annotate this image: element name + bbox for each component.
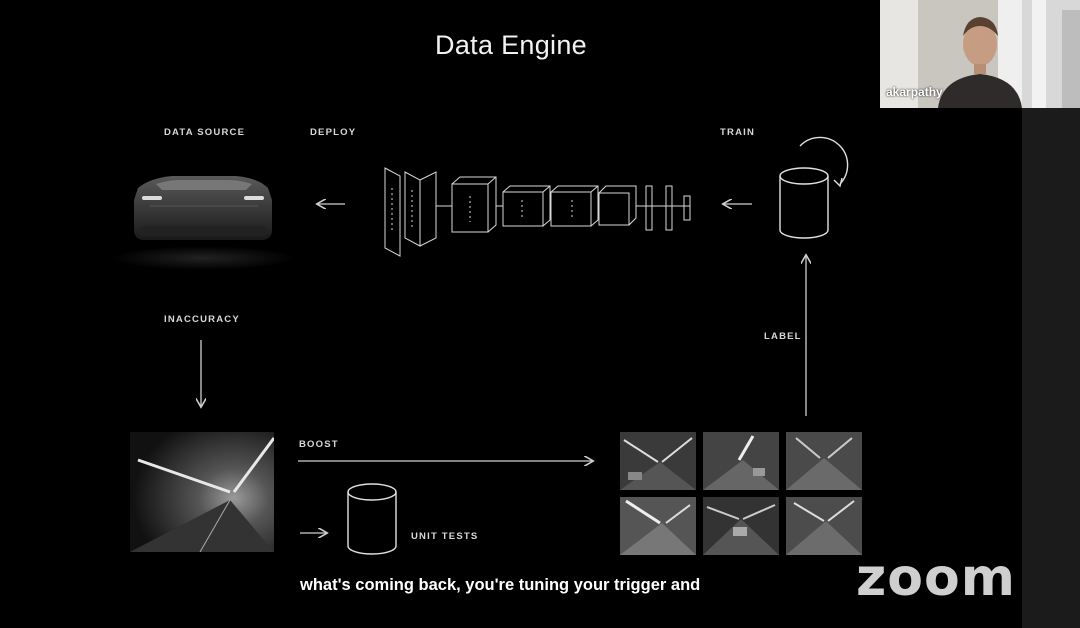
diagram-graphics [111,136,849,555]
subtitle-caption: what's coming back, you're tuning your t… [300,576,701,594]
participant-video-feed [880,0,1022,108]
label-label: LABEL [764,331,802,342]
participant-video-tile[interactable]: akarpathy [880,0,1022,108]
database-icon [779,167,829,239]
zoom-watermark-logo: zoom [856,548,1016,608]
thumbnail-6 [786,497,862,555]
car-image [111,176,295,270]
label-deploy: DEPLOY [310,127,357,138]
label-data-source: DATA SOURCE [164,127,246,138]
thumbnail-3 [786,432,862,490]
unit-tests-database-icon [347,483,397,555]
thumbnail-1 [620,432,696,490]
label-boost: BOOST [299,439,339,450]
tunnel-image [130,432,274,552]
video-panel-edge [1022,0,1080,108]
neural-net-diagram [384,167,691,257]
participant-name-label: akarpathy [886,85,943,99]
thumbnail-5 [703,497,779,555]
label-train: TRAIN [720,127,756,138]
loop-arrow-icon [799,136,849,188]
presentation-slide: Data Engine DATA SOURCE DEPLOY TRAIN INA… [111,30,1016,608]
slide-title: Data Engine [435,30,587,60]
thumbnail-4 [620,497,696,555]
thumbnail-2 [703,432,779,490]
label-unit-tests: UNIT TESTS [411,531,479,542]
right-side-panel [1022,108,1080,628]
label-inaccuracy: INACCURACY [164,314,240,325]
